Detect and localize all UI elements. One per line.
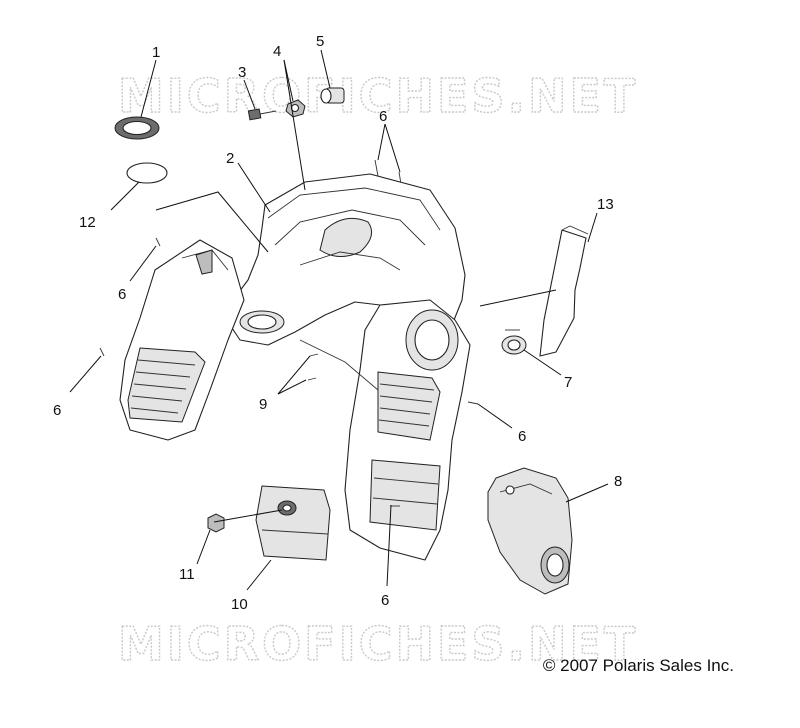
part-11-nut bbox=[207, 513, 225, 533]
callout-3: 3 bbox=[238, 64, 246, 81]
part-7-clip bbox=[501, 329, 527, 355]
callout-4: 4 bbox=[273, 43, 281, 60]
callout-13: 13 bbox=[597, 196, 614, 213]
callout-6e: 6 bbox=[381, 592, 389, 609]
part-3-key bbox=[247, 108, 277, 121]
part-2-right-panel bbox=[299, 299, 471, 561]
callout-6d: 6 bbox=[518, 428, 526, 445]
callout-6c: 6 bbox=[53, 402, 61, 419]
callout-7: 7 bbox=[564, 374, 572, 391]
part-6-screws-misc bbox=[99, 237, 479, 507]
callout-5: 5 bbox=[316, 33, 324, 50]
callout-12: 12 bbox=[79, 214, 96, 231]
callout-2: 2 bbox=[226, 150, 234, 167]
callout-11: 11 bbox=[179, 566, 195, 583]
callout-1: 1 bbox=[152, 44, 160, 61]
part-13-panel bbox=[539, 225, 589, 357]
part-5-switch bbox=[320, 87, 345, 104]
part-12-lens bbox=[126, 162, 168, 184]
callout-6b: 6 bbox=[118, 286, 126, 303]
watermark-bottom: MICROFICHES.NET bbox=[118, 617, 638, 671]
part-10-cover-plate bbox=[255, 485, 331, 561]
callout-10: 10 bbox=[231, 596, 248, 613]
part-1-grommet bbox=[114, 116, 160, 140]
part-2-left-panel bbox=[119, 239, 245, 441]
part-8-housing bbox=[487, 467, 573, 595]
callout-9: 9 bbox=[259, 396, 267, 413]
callout-6a: 6 bbox=[379, 108, 387, 125]
callout-8: 8 bbox=[614, 473, 622, 490]
leader-lines bbox=[69, 49, 609, 591]
copyright-text: © 2007 Polaris Sales Inc. bbox=[542, 656, 734, 675]
watermark-top: MICROFICHES.NET bbox=[118, 69, 638, 123]
